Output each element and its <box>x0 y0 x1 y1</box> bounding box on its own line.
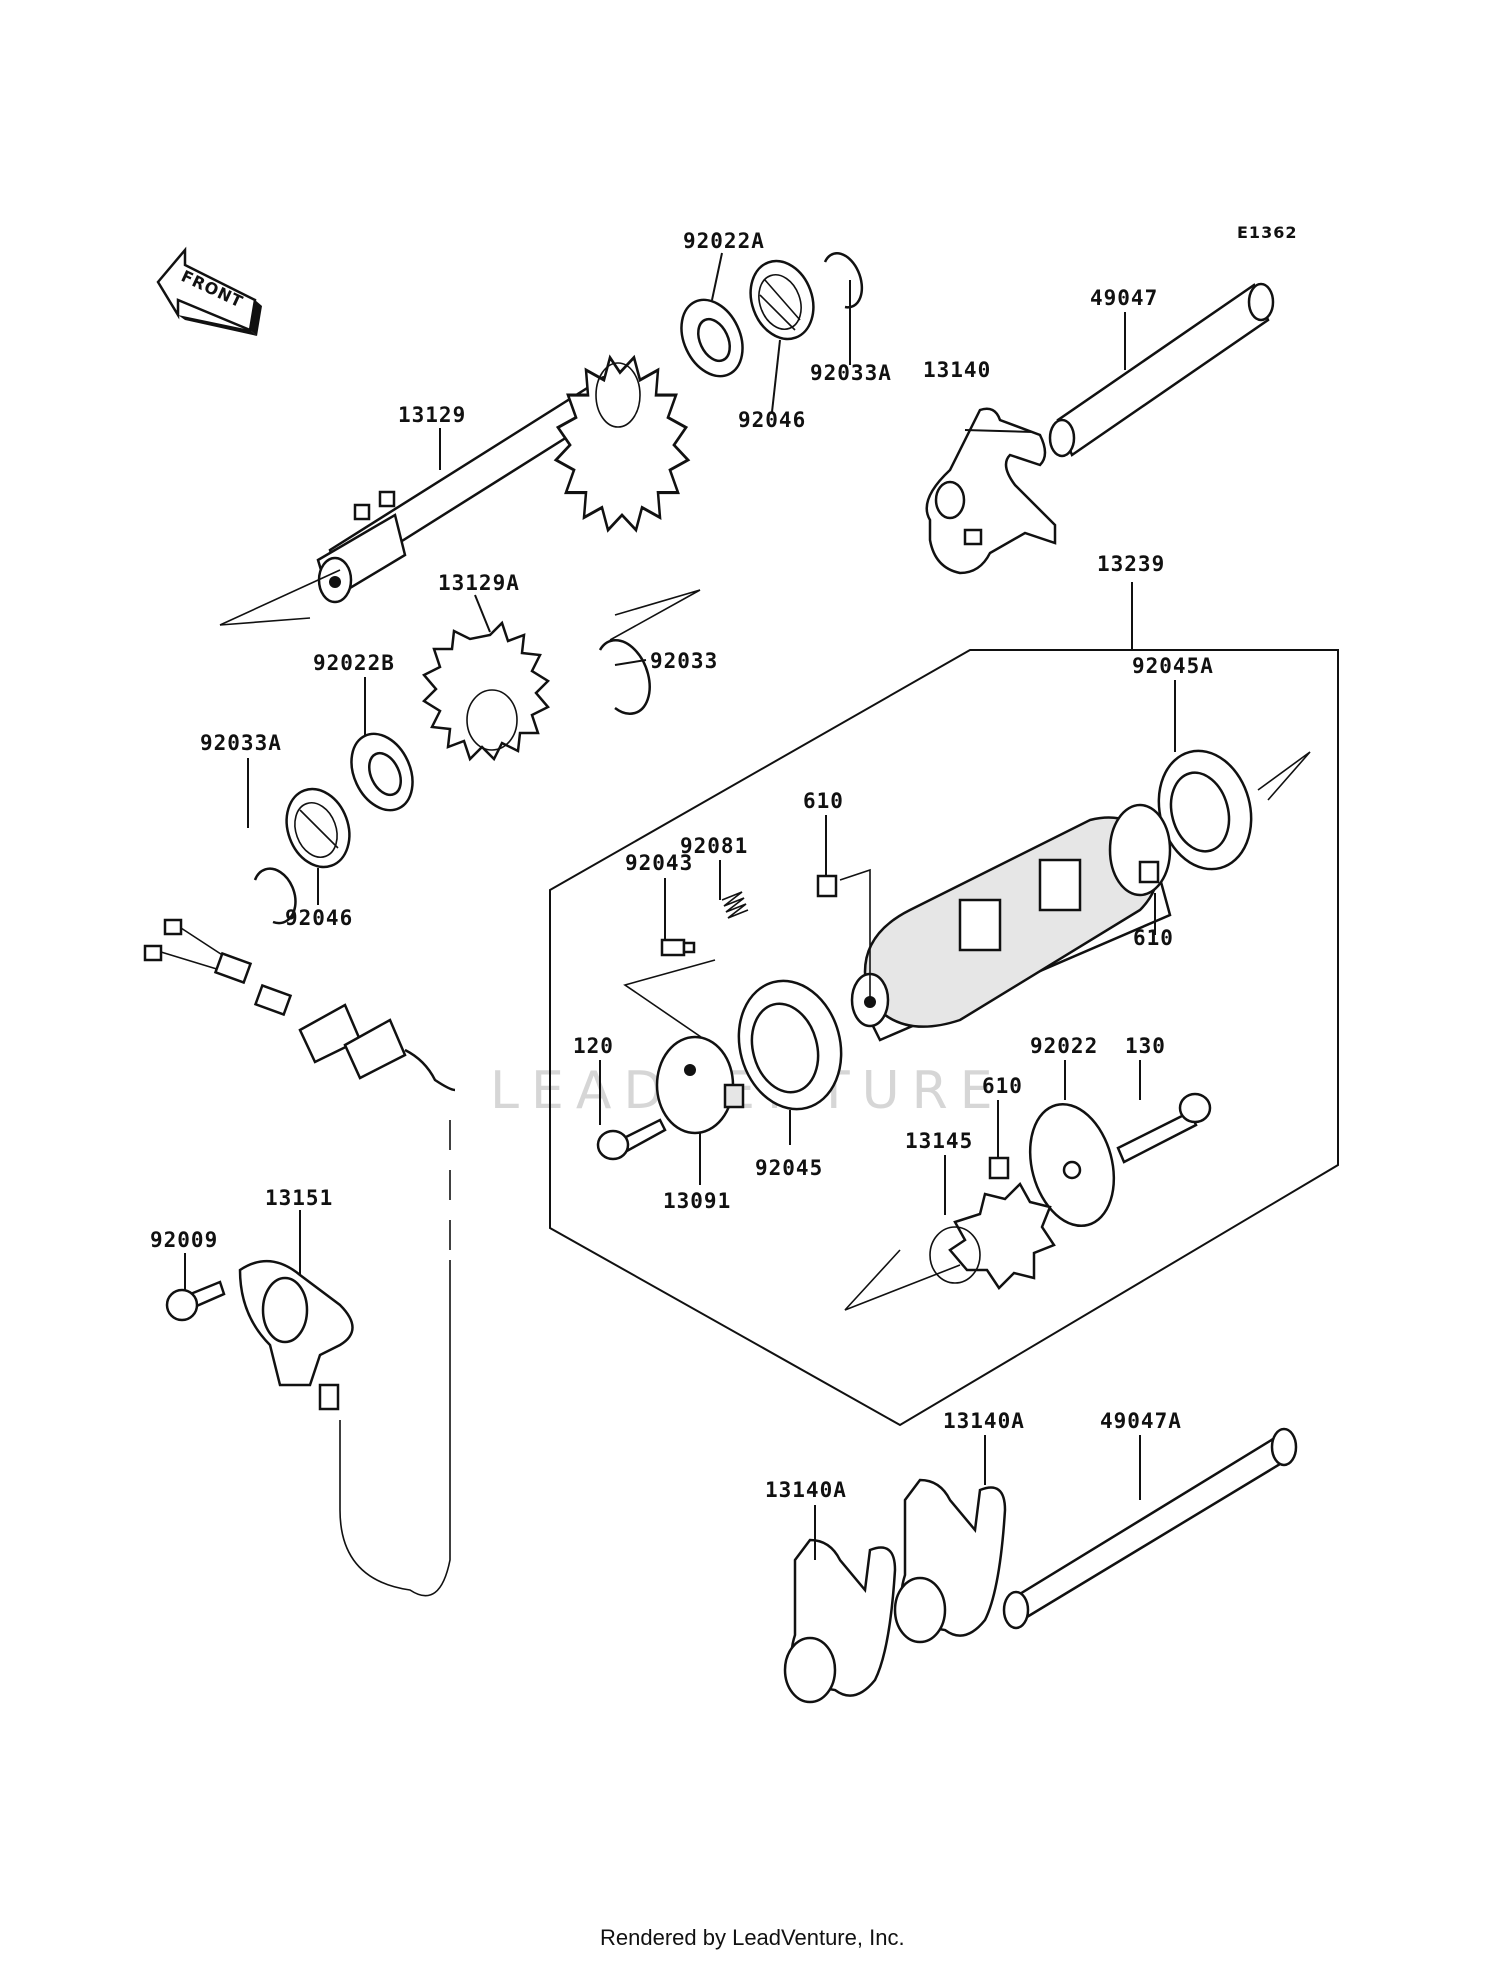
part-label: 610 <box>1133 926 1174 950</box>
spring-92081 <box>721 891 749 919</box>
bearing-92045A <box>1157 749 1253 871</box>
circlip-92033 <box>598 639 651 715</box>
leader-lines <box>184 252 1176 1560</box>
fork-13140 <box>925 407 1057 575</box>
part-label: 92033A <box>810 361 892 385</box>
bearing-92046-top <box>749 259 815 341</box>
part-label: 610 <box>803 789 844 813</box>
circlip-92033A-left <box>253 867 297 925</box>
part-label: 92043 <box>625 851 693 875</box>
part-label: 13145 <box>905 1129 973 1153</box>
circlip-92033A-top <box>823 252 864 309</box>
gear-13129A <box>422 620 550 762</box>
screw-92009 <box>165 1280 226 1322</box>
part-label: 13091 <box>663 1189 731 1213</box>
part-label: 92022B <box>313 651 395 675</box>
part-label: 13140 <box>923 358 991 382</box>
washer-92022B <box>350 732 414 812</box>
part-label: 13140A <box>943 1409 1025 1433</box>
bearing-92046-left <box>285 787 351 869</box>
fork-13140A-upper <box>893 1478 1007 1644</box>
part-label: 92033 <box>650 649 718 673</box>
assembly-box-13239 <box>549 649 1339 1427</box>
pin-92043 <box>660 938 696 957</box>
pin-610-b <box>1138 860 1160 884</box>
part-label: 13151 <box>265 1186 333 1210</box>
part-label: 92033A <box>200 731 282 755</box>
part-label: 610 <box>982 1074 1023 1098</box>
bolt-130 <box>1116 1092 1212 1164</box>
diagram-code: E1362 <box>1237 223 1297 242</box>
part-label: 92081 <box>680 834 748 858</box>
washer-92022 <box>1028 1102 1116 1228</box>
star-13145 <box>929 1181 1056 1290</box>
part-label: 92022A <box>683 229 765 253</box>
pin-610-c <box>988 1156 1010 1180</box>
part-label: 92045 <box>755 1156 823 1180</box>
cam-13091 <box>655 1035 745 1135</box>
part-labels: 92022A 49047 13140 92033A 92046 13129 13… <box>150 229 1214 1502</box>
part-label: 92009 <box>150 1228 218 1252</box>
fork-13140A-lower <box>783 1538 897 1704</box>
sensor-13151 <box>238 1259 354 1411</box>
part-label: 49047 <box>1090 286 1158 310</box>
footer-credit: Rendered by LeadVenture, Inc. <box>600 1925 905 1950</box>
washer-92022A <box>680 298 744 378</box>
part-label: 92046 <box>738 408 806 432</box>
part-label: 92022 <box>1030 1034 1098 1058</box>
part-label: 13129 <box>398 403 466 427</box>
part-label: 92045A <box>1132 654 1214 678</box>
shift-drum <box>850 803 1172 1042</box>
rod-49047 <box>1048 282 1275 458</box>
bolt-120 <box>596 1118 667 1161</box>
part-label: 13140A <box>765 1478 847 1502</box>
part-label: 13129A <box>438 571 520 595</box>
part-label: 92046 <box>285 906 353 930</box>
front-arrow-icon: FRONT <box>156 246 262 336</box>
shaft-13129 <box>316 354 691 604</box>
pin-610-a <box>816 874 838 898</box>
part-label: 130 <box>1125 1034 1166 1058</box>
bearing-92045 <box>737 979 843 1111</box>
part-label: 120 <box>573 1034 614 1058</box>
sensor-wiring <box>143 918 456 1597</box>
part-label: 49047A <box>1100 1409 1182 1433</box>
rod-49047A <box>1002 1427 1298 1630</box>
part-label: 13239 <box>1097 552 1165 576</box>
